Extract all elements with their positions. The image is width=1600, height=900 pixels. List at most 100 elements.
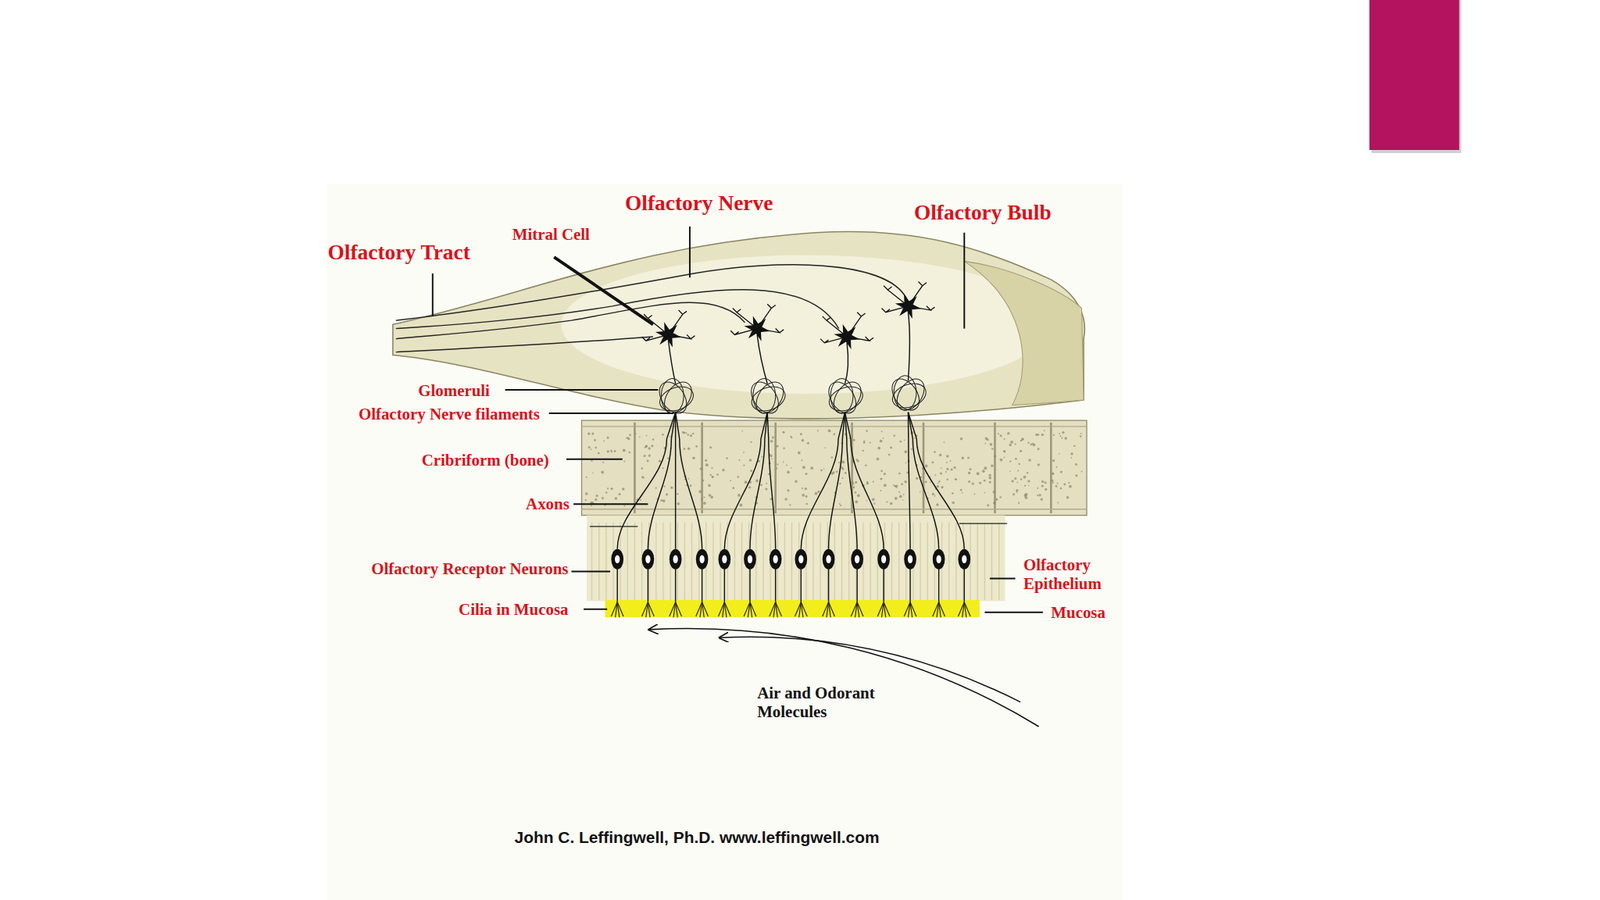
part-label: Axons [525,494,570,514]
glomerulus-tangle [830,378,854,414]
mitral-dendrite [668,334,696,339]
bone-speckle [1020,439,1023,443]
bone-speckle [810,466,814,470]
bone-speckle [760,483,763,486]
bone-speckle [993,454,997,458]
receptor-nucleus [935,555,941,564]
bone-speckle [700,467,703,470]
bone-speckle [865,429,868,433]
bone-speckle [590,448,593,450]
bone-speckle [1067,482,1070,484]
bone-speckle [946,467,949,471]
bone-speckle [602,461,604,464]
bone-speckle [1000,434,1003,437]
bone-speckle [804,487,808,490]
bone-speckle [692,432,695,436]
bone-speckle [960,489,963,492]
bone-speckle [838,461,840,464]
bone-speckle [597,452,600,455]
bone-speckle [588,446,591,449]
bone-speckle [594,446,597,450]
bone-speckle [1028,458,1031,461]
bone-speckle [1041,433,1044,436]
bone-speckle [1014,457,1018,461]
glomerulus-tangle [891,374,930,416]
bone-speckle [711,475,714,478]
bone-speckle [1010,440,1014,444]
bone-speckle [771,435,775,439]
bone-speckle [1037,447,1040,450]
bone-speckle [1080,432,1083,435]
bone-speckle [646,435,648,437]
mitral-dendrite [907,281,927,306]
bone-speckle [1026,471,1029,474]
bone-speckle [776,445,779,448]
cilium [964,602,971,617]
bone-speckle [1070,457,1072,459]
cilium [907,602,911,618]
bone-speckle [1052,472,1054,475]
bone-speckle [946,454,950,458]
glomerulus-tangle [889,378,930,412]
bone-speckle [1066,496,1069,499]
bone-speckle [709,446,712,449]
bone-speckle [954,478,957,480]
bone-speckle [831,456,833,458]
bone-speckle [905,462,908,465]
bone-speckle [782,461,785,464]
bone-speckle [610,450,613,453]
bone-speckle [950,467,954,471]
bone-speckle [685,432,687,434]
bone-speckle [707,484,711,488]
bone-speckle [695,445,698,448]
bone-speckle [984,492,986,494]
bone-speckle [967,457,970,460]
bone-speckle [814,492,818,496]
bone-speckle [744,480,748,484]
bone-speckle [865,500,868,502]
bone-speckle [600,471,604,475]
bone-speckle [614,496,618,500]
bone-speckle [945,471,947,473]
bone-speckle [863,441,866,444]
bone-speckle [1060,487,1063,490]
bone-speckle [1064,436,1067,440]
bone-speckle [866,482,870,486]
cilium [939,602,946,617]
bone-speckle [961,457,965,460]
bone-speckle [739,503,743,507]
bone-speckle [841,460,845,465]
receptor-axon [675,412,703,550]
part-label: Olfactory Nerve filaments [358,404,540,424]
olfactory-bulb [392,232,1086,419]
bone-speckle [797,451,801,455]
cilium [647,602,654,617]
bone-speckle [991,447,993,450]
bone-speckle [710,474,712,476]
part-label: Mucosa [1050,603,1106,622]
bone-speckle [617,492,621,496]
cilium [673,602,676,618]
bone-speckle [732,486,735,490]
mitral-stem [757,334,768,384]
bone-seam [633,422,636,514]
bone-speckle [635,432,637,435]
bone-speckle [1028,485,1030,487]
supporting-cell [591,522,593,600]
bone-speckle [1012,492,1015,496]
bone-speckle [1003,450,1006,453]
bone-speckle [935,503,940,507]
receptor-neuron [669,549,683,570]
glomerulus-tangle [893,375,917,411]
bone-speckle [976,471,980,475]
cilium [855,602,858,618]
structure-label: Olfactory Tract [328,240,471,266]
receptor-axon [767,412,775,550]
bone-speckle [840,466,843,468]
bone-speckle [988,476,992,480]
bone-speckle [686,433,689,436]
bone-speckle [1021,438,1024,440]
bone-speckle [929,481,932,483]
bone-speckle [1051,472,1054,475]
